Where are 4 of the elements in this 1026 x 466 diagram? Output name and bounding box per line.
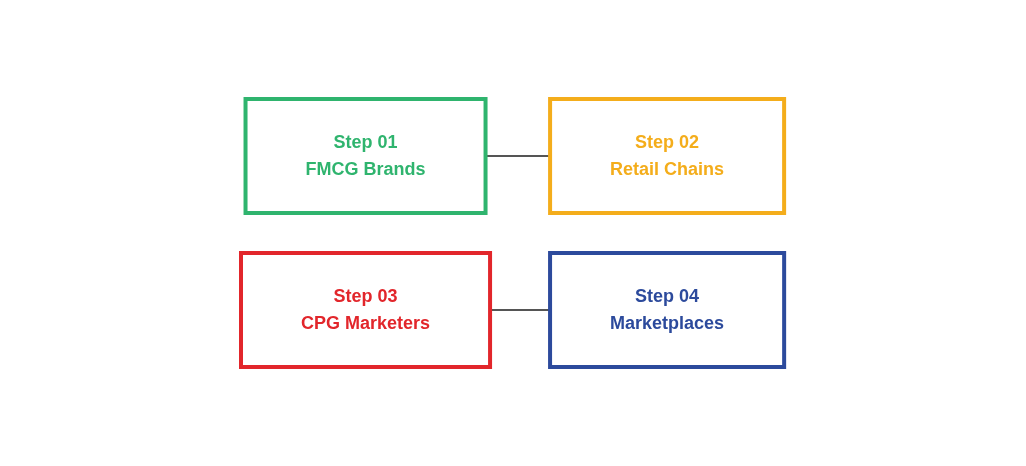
- node-box: Step 03 CPG Marketers: [239, 251, 493, 369]
- node-box: Step 02 Retail Chains: [548, 97, 787, 215]
- node-box: Step 04 Marketplaces: [548, 251, 787, 369]
- node-box: Step 01 FMCG Brands: [243, 97, 488, 215]
